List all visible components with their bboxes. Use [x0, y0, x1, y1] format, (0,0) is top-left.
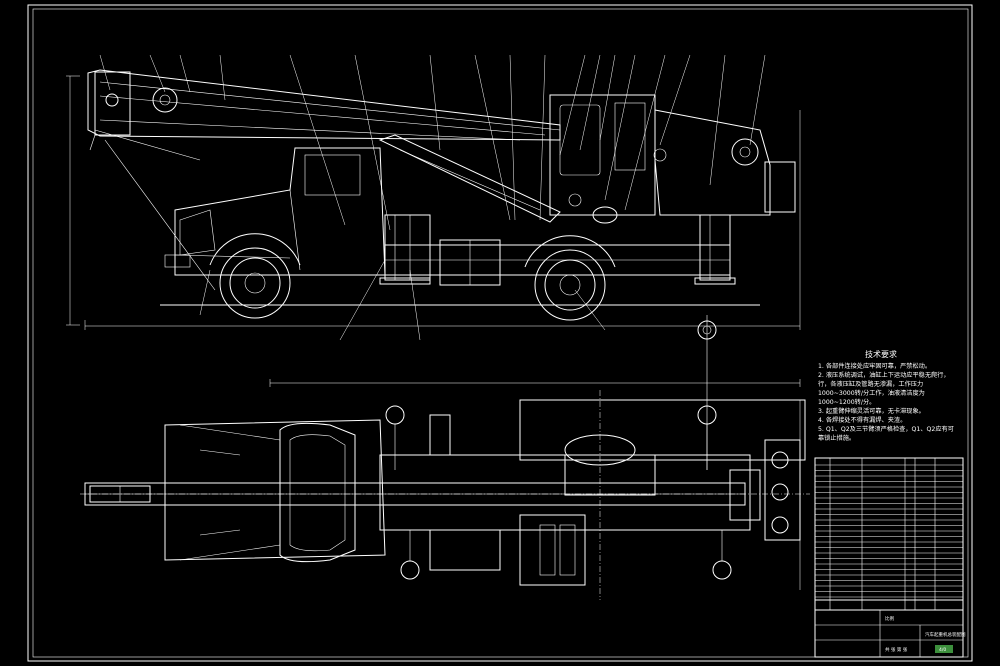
drawing-title: 汽车起重机总装配图	[925, 631, 966, 638]
notes-line: 1. 各部件连接处应牢固可靠，严禁松动。	[818, 362, 931, 370]
notes-line: 1000~1200转/分。	[818, 398, 875, 406]
title-badge-bg	[935, 645, 953, 653]
inner-border	[32, 8, 969, 658]
notes-line: 靠锁止措施。	[818, 434, 855, 442]
notes-line: 2. 液压系统调试，油缸上下运动应平稳无爬行，	[818, 371, 950, 379]
outer-border	[27, 4, 973, 662]
notes-line: 1000~3000转/分工作，油液清洁度为	[818, 389, 925, 397]
side-view	[66, 54, 801, 341]
notes-line: 行，各液压缸及管路无渗漏，工作压力	[818, 380, 923, 388]
title-badge: 4/0	[939, 647, 946, 653]
outrigger-pads	[385, 320, 732, 580]
bom-rows	[815, 464, 963, 598]
plan-view	[80, 315, 810, 600]
title-block: 汽车起重机总装配图 比例 共 张 第 张 4/0	[814, 609, 966, 658]
notes-line: 3. 起重臂伸缩灵活可靠，无卡滞现象。	[818, 407, 925, 415]
parts-list-table	[814, 457, 964, 611]
notes-title: 技术要求	[865, 349, 897, 359]
notes-line: 5. Q1、Q2及三节臂须严格检查，Q1、Q2应有可	[818, 425, 954, 433]
sheet-label: 共 张 第 张	[885, 646, 908, 653]
notes-line: 4. 各焊接处不得有漏焊、夹渣。	[818, 416, 906, 424]
part-leaders-top	[99, 54, 766, 231]
part-leaders-bottom	[199, 259, 606, 341]
technical-notes: 技术要求 1. 各部件连接处应牢固可靠，严禁松动。 2. 液压系统调试，油缸上下…	[818, 349, 954, 442]
scale-label: 比例	[885, 615, 894, 622]
